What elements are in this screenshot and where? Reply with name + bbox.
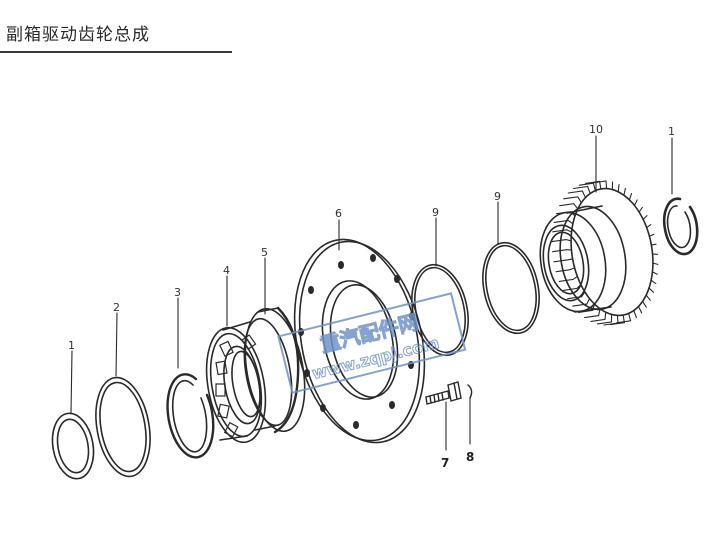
gear-tooth	[616, 312, 632, 324]
part-o-ring-a	[411, 263, 469, 357]
gear-tooth	[563, 196, 582, 204]
gear-tooth	[572, 297, 591, 307]
part-lock-washer	[467, 384, 473, 399]
part-o-ring-b	[482, 241, 540, 335]
gear-tooth	[651, 271, 658, 275]
gear-tooth	[552, 229, 573, 233]
gear-tooth	[573, 185, 591, 195]
gear-tooth	[552, 249, 572, 253]
callout-9-b: 9	[494, 190, 501, 203]
gear-tooth	[617, 184, 620, 193]
gear-tooth	[637, 305, 643, 314]
callout-5: 5	[261, 246, 268, 259]
part-snap-ring-right	[662, 197, 699, 256]
callout-1-right: 1	[668, 125, 675, 138]
callout-2: 2	[113, 301, 120, 314]
callout-3: 3	[174, 286, 181, 299]
title-underline	[0, 51, 232, 53]
gear-tooth	[648, 287, 655, 293]
gear-tooth	[558, 275, 578, 282]
gear-tooth	[559, 203, 579, 210]
callout-10: 10	[589, 123, 603, 136]
callout-9-a: 9	[432, 206, 439, 219]
gear-tooth	[652, 262, 659, 265]
gear-tooth	[646, 224, 652, 229]
gear-tooth	[553, 219, 574, 225]
gear-tooth	[645, 294, 651, 301]
gear-tooth	[603, 314, 619, 326]
part-bearing-race	[243, 306, 306, 434]
gear-tooth	[638, 206, 643, 213]
gear-tooth	[596, 313, 613, 325]
gear-tooth	[567, 190, 587, 199]
leader-lines	[70, 135, 673, 451]
gear-tooth	[623, 187, 626, 196]
gear-tooth	[650, 279, 657, 285]
gear-tooth	[555, 267, 576, 273]
gear-tooth	[551, 239, 572, 243]
part-snap-ring-left	[51, 412, 95, 480]
gear-tooth	[567, 291, 586, 300]
gear-tooth	[648, 233, 655, 237]
callout-1-left: 1	[68, 339, 75, 352]
gear-tooth	[642, 215, 648, 221]
gear-tooth	[642, 300, 647, 308]
callout-labels: 1 2 3 4 5 6 9 9 10 1 7 8	[68, 123, 675, 470]
page-title: 副箱驱动齿轮总成	[6, 25, 150, 45]
gear-tooth	[633, 199, 638, 207]
gear-tooth	[650, 243, 657, 246]
part-bolt	[425, 381, 462, 405]
gear-tooth	[584, 308, 601, 319]
gear-tooth	[590, 311, 607, 322]
part-drive-gear	[539, 180, 659, 326]
gear-tooth	[591, 180, 608, 190]
gear-tooth	[633, 309, 637, 319]
part-snap-ring-3	[166, 373, 215, 459]
callout-7: 7	[441, 456, 449, 470]
callout-8: 8	[466, 450, 474, 464]
part-thin-ring	[95, 376, 151, 478]
callout-4: 4	[223, 264, 230, 277]
gear-tooth	[628, 193, 633, 201]
gear-tooth	[553, 258, 574, 263]
callout-6: 6	[335, 207, 342, 220]
